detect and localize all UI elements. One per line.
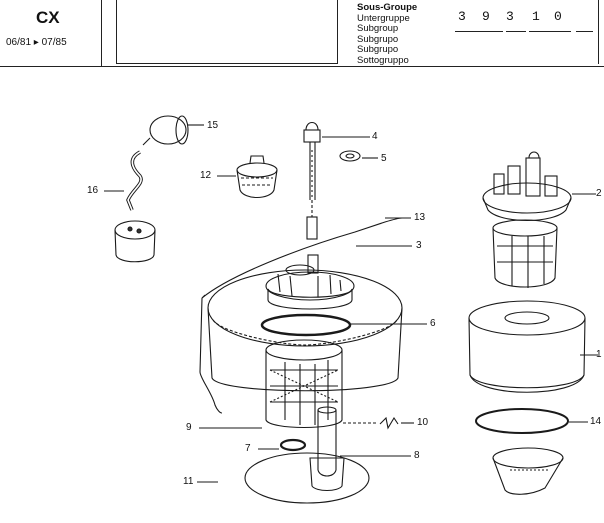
subgroup-digit: 3 [506,9,514,24]
header-right-divider [598,0,599,64]
part-5-washer [339,150,378,162]
code-underline [576,31,593,32]
callout-8: 8 [414,450,420,461]
part-2-assembly [482,151,596,288]
header-divider-left [101,0,102,66]
callout-1: 1 [596,349,602,360]
header-blank-box-right [337,0,338,64]
callout-5: 5 [381,153,387,164]
callout-10: 10 [417,417,429,428]
subgroup-digit: 0 [554,9,562,24]
subgroup-digit: 3 [458,9,466,24]
subgroup-digit: 1 [532,9,540,24]
part-14-gasket [475,408,588,434]
header-blank-box-left [116,0,117,64]
part-8-pump [309,406,411,492]
callout-3: 3 [416,240,422,251]
callout-13: 13 [414,212,426,223]
code-underline [455,31,503,32]
subgroup-label-es: Subgrupo [357,33,399,45]
callout-15: 15 [207,120,219,131]
subgroup-label-block: Sous-Groupe Untergruppe Subgroup Subgrup… [357,2,418,66]
part-1-bowl [468,300,598,393]
subgroup-label-pt: Subgrupo [357,44,399,55]
part-10-wire [343,416,414,430]
subgroup-label-de: Untergruppe [357,12,410,24]
callout-12: 12 [200,170,212,181]
header-blank-box-bottom [116,63,338,64]
subgroup-label-it: Sottogruppo [357,54,409,66]
hose-connector [114,220,156,263]
callout-14: 14 [590,416,602,427]
callout-11: 11 [183,476,194,487]
part-6-seal [260,313,427,337]
callout-16: 16 [87,185,99,196]
part-7-ring [258,438,307,452]
code-underline [529,31,571,32]
part-12-cap [217,155,278,199]
callout-9: 9 [186,422,192,433]
subgroup-label-en: Subgroup [357,23,399,34]
part-11-base [197,452,370,504]
model-code: CX [36,8,60,27]
subgroup-label-fr: Sous-Groupe [357,2,418,13]
callout-2: 2 [596,188,602,199]
callout-6: 6 [430,318,436,329]
part-13-rod [199,217,411,414]
strainer-canister [265,339,343,429]
callout-7: 7 [245,443,251,454]
part-3-pump-head [265,245,412,310]
part-15-capsule [142,115,204,146]
date-range: 06/81 ▸ 07/85 [6,37,67,48]
callout-4: 4 [372,131,378,142]
bottom-cover [492,447,564,495]
fuel-tank [207,269,403,392]
code-underline [506,31,526,32]
part-4-sender [303,121,370,240]
header-bottom-rule [0,66,604,67]
subgroup-digit: 9 [482,9,490,24]
part-16-hose [104,150,143,211]
